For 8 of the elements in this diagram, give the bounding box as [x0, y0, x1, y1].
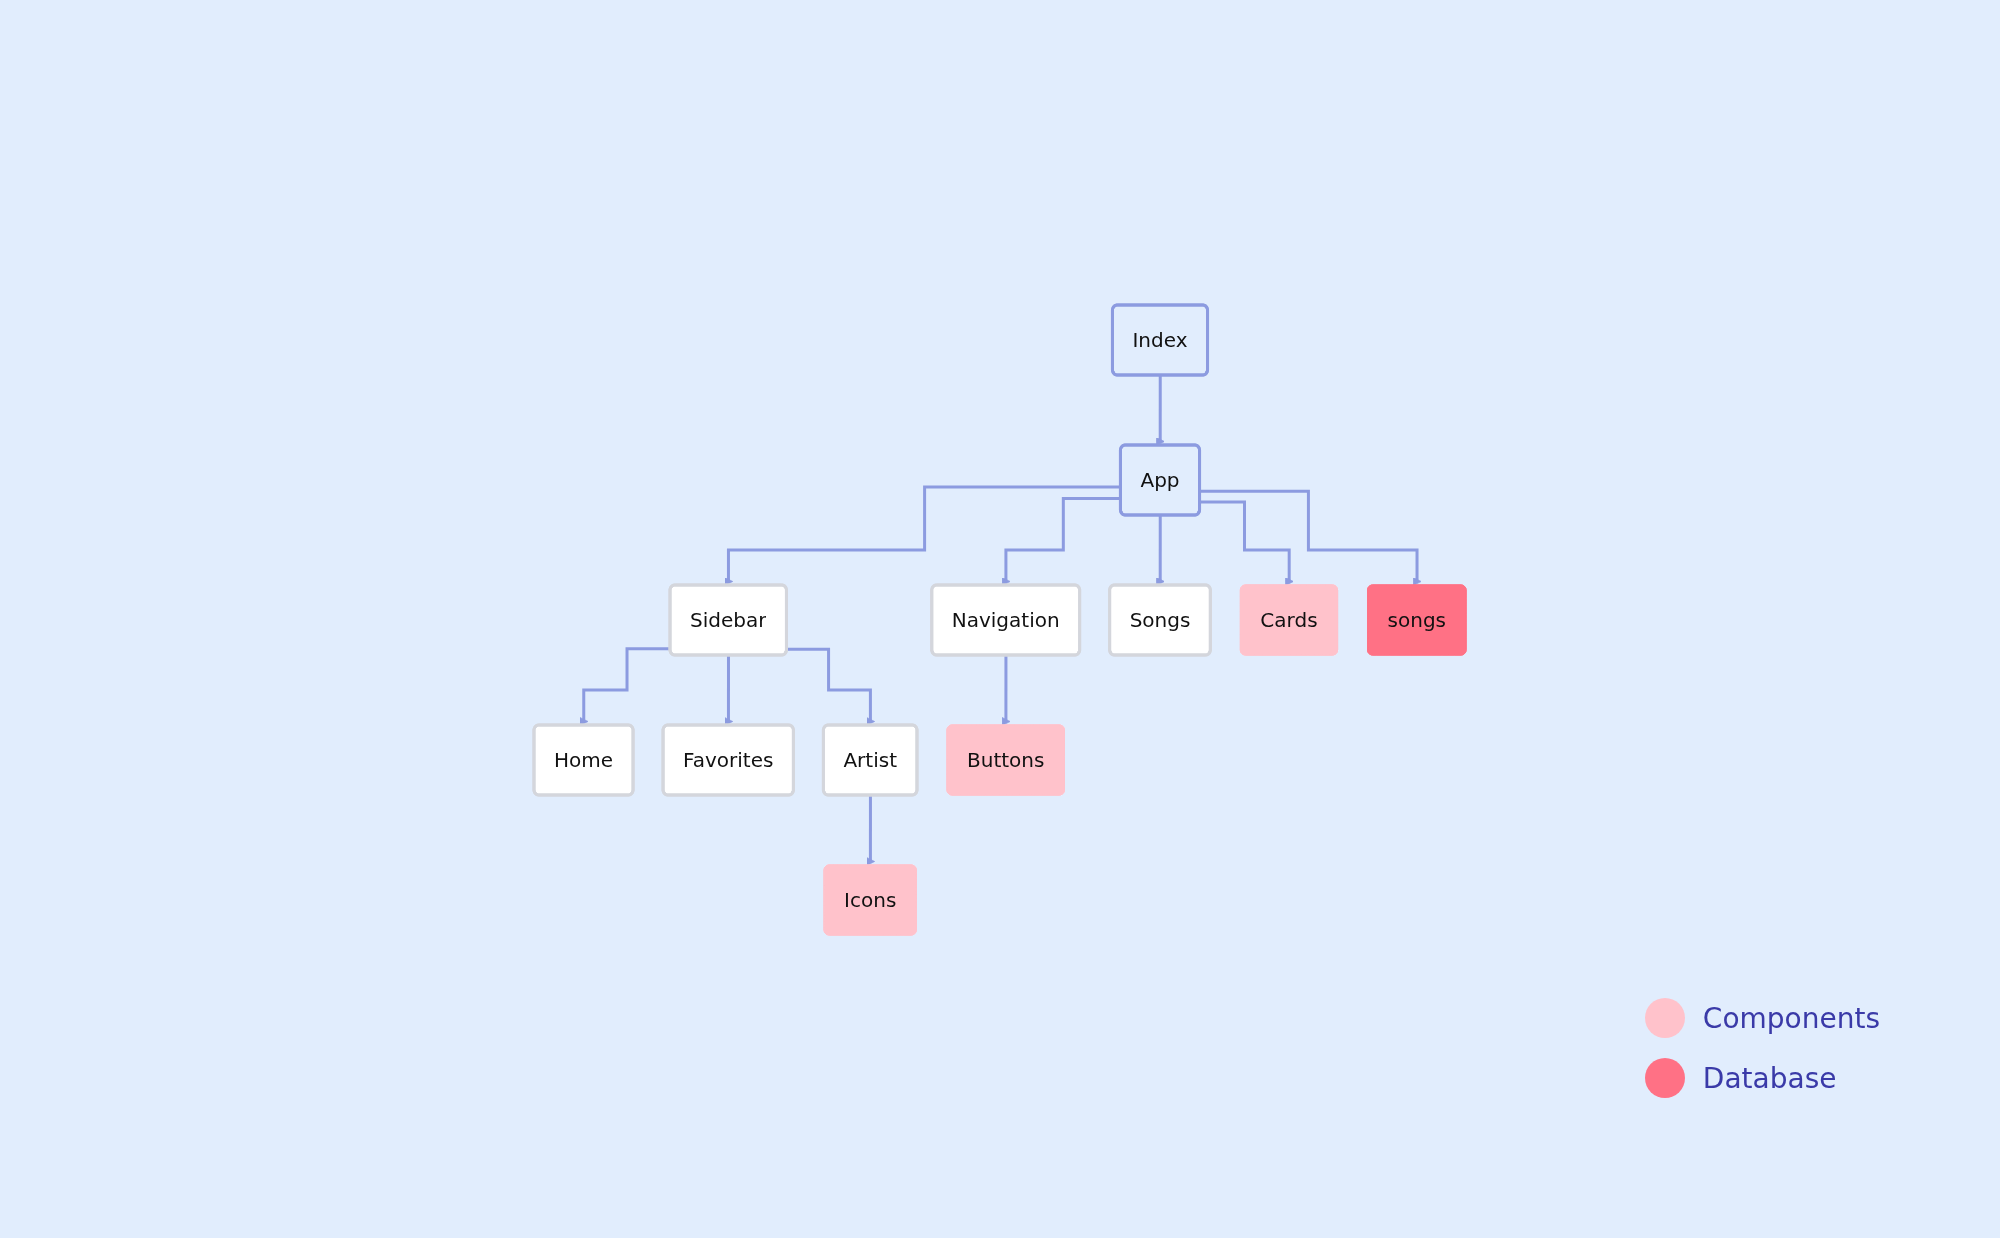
legend-label: Database: [1702, 1061, 1837, 1095]
arrow: [786, 647, 875, 726]
arrow: [1200, 500, 1294, 586]
arrow: [1001, 496, 1121, 586]
legend-label: Components: [1702, 1001, 1880, 1035]
arrow: [1200, 489, 1422, 586]
arrow: [724, 485, 1121, 586]
arrow: [579, 647, 671, 726]
